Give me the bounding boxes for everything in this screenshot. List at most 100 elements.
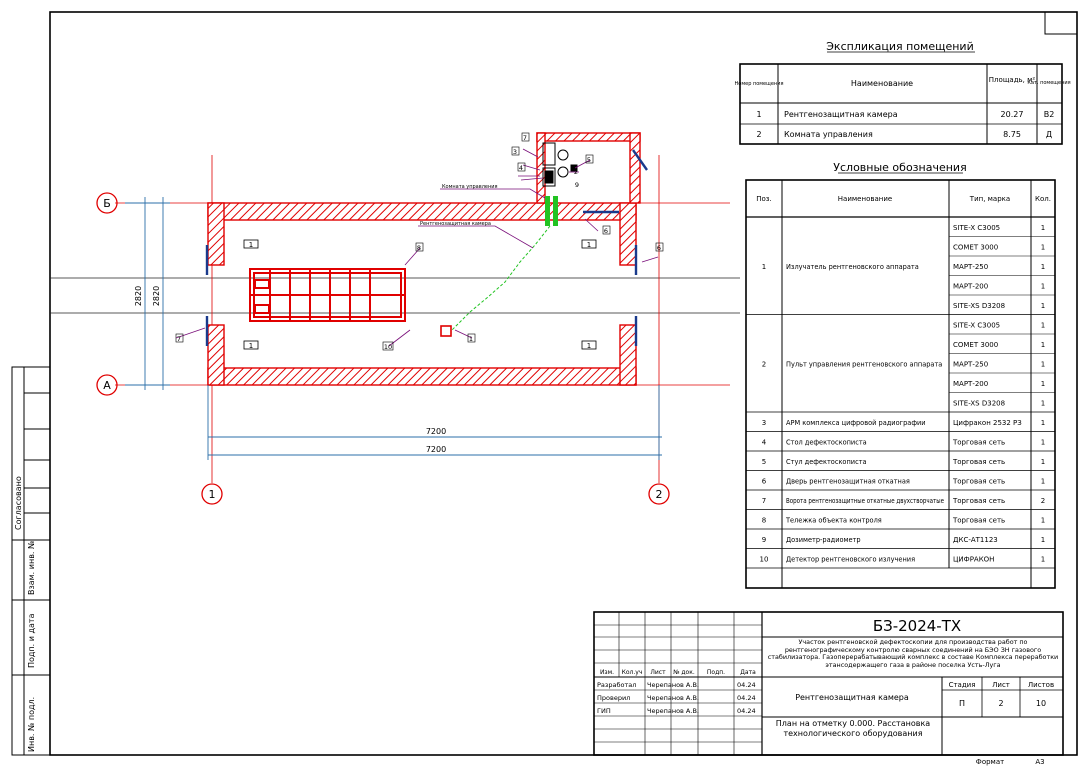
title-block-grid — [593, 611, 1064, 756]
rev-header-date: Дата — [740, 669, 756, 676]
axis-bubbles — [96, 192, 670, 505]
legend-pos: 7 — [762, 497, 766, 505]
legend-qty: 1 — [1041, 419, 1045, 427]
legend-type: COMET 3000 — [953, 341, 998, 349]
dim-vertical-outer: 2820 — [134, 286, 143, 306]
callout-1: 1 — [469, 335, 473, 343]
legend-type: SITE-XS D3208 — [953, 302, 1005, 310]
legend-name: Дверь рентгенозащитная откатная — [786, 477, 910, 485]
legend-type: МАРТ-250 — [953, 263, 988, 271]
camera-walls — [207, 132, 641, 386]
sig-2-name: Черепанов А.В. — [647, 694, 699, 702]
callout-7: 7 — [523, 134, 527, 142]
callout-10: 10 — [384, 343, 392, 351]
callout-3: 3 — [513, 148, 517, 156]
legend-type: Торговая сеть — [952, 497, 1005, 505]
legend-type: COMET 3000 — [953, 244, 998, 252]
legend-type: SITE-XS D3208 — [953, 400, 1005, 408]
legend-pos: 3 — [762, 419, 766, 427]
sig-2-date: 04.24 — [737, 694, 756, 702]
stage-value: П — [959, 699, 965, 708]
dim-horizontal-inner: 7200 — [426, 427, 446, 436]
legend-pos: 6 — [762, 477, 767, 485]
rev-header-doc: № док. — [673, 669, 695, 676]
legend-qty: 1 — [1041, 380, 1045, 388]
room-tag-se: 1 — [587, 342, 591, 350]
legend-type: SITE-X C3005 — [953, 322, 1000, 330]
rooms-header-cat: Кат. помещения — [1027, 80, 1070, 86]
inspection-cart — [249, 268, 406, 322]
legend-header-qty: Кол. — [1035, 195, 1051, 203]
side-stamp-inventory: Инв. № подл. — [27, 697, 36, 752]
sheet-label: Лист — [992, 681, 1010, 689]
leader-text-control-room: Комната управления — [442, 184, 498, 190]
legend-pos: 1 — [762, 263, 766, 271]
rooms-header-num: Номер помещения — [735, 81, 784, 87]
callout-4: 4 — [519, 164, 523, 172]
rev-header-sign: Подп. — [707, 669, 725, 676]
legend-header-type: Тип, марка — [969, 195, 1010, 203]
room-1-cat: В2 — [1044, 110, 1055, 119]
legend-name: Дозиметр-радиометр — [786, 536, 861, 544]
legend-name: Детектор рентгеновского излучения — [786, 555, 915, 563]
callout-6: 6 — [604, 227, 608, 235]
legend-type: Торговая сеть — [952, 478, 1005, 486]
sig-3-name: Черепанов А.В. — [647, 707, 699, 715]
callout-6b: 6 — [657, 244, 661, 252]
legend-qty: 1 — [1041, 322, 1045, 330]
legend-pos: 9 — [762, 536, 766, 544]
callout-leaders — [175, 148, 659, 347]
legend-table-title: Условные обозначения — [833, 161, 966, 174]
format-value: А3 — [1035, 758, 1044, 766]
sheets-label: Листов — [1028, 681, 1054, 689]
sheets-value: 10 — [1036, 699, 1046, 708]
legend-type: Торговая сеть — [952, 439, 1005, 447]
room-2-area: 8.75 — [1003, 130, 1021, 139]
sheet-title-box: План на отметку 0.000. Расстановка техно… — [775, 719, 931, 738]
axis-left: 1 — [209, 488, 216, 501]
callout-2: 2 — [574, 168, 578, 176]
room-2-num: 2 — [756, 130, 761, 139]
rooms-header-area: Площадь, м² — [989, 76, 1036, 84]
gates — [205, 149, 648, 346]
legend-name: Тележка объекта контроля — [785, 516, 882, 524]
legend-qty: 1 — [1041, 556, 1045, 564]
legend-qty: 1 — [1041, 458, 1045, 466]
legend-qty: 1 — [1041, 224, 1045, 232]
sig-2-role: Проверил — [597, 694, 630, 702]
rooms-table-grid — [739, 63, 1063, 145]
legend-qty: 1 — [1041, 478, 1045, 486]
control-room-equipment — [542, 142, 578, 187]
legend-pos: 8 — [762, 516, 766, 524]
legend-qty: 1 — [1041, 400, 1045, 408]
legend-pos: 2 — [762, 360, 766, 368]
legend-qty: 1 — [1041, 244, 1045, 252]
room-2-cat: Д — [1046, 130, 1052, 139]
axis-bottom: А — [103, 379, 111, 392]
rev-header-sheet: Лист — [650, 669, 666, 676]
legend-name: Стул дефектоскописта — [786, 458, 867, 466]
sig-1-role: Разработал — [597, 681, 636, 689]
legend-qty: 1 — [1041, 536, 1045, 544]
legend-name: Ворота рентгенозащитные откатные двухств… — [786, 497, 944, 505]
legend-qty: 2 — [1041, 497, 1045, 505]
dim-vertical-inner: 2820 — [152, 286, 161, 306]
sig-3-date: 04.24 — [737, 707, 756, 715]
legend-qty: 1 — [1041, 517, 1045, 525]
legend-type: МАРТ-250 — [953, 361, 988, 369]
detector-cable — [440, 196, 558, 337]
callout-7b: 7 — [177, 335, 181, 343]
legend-qty: 1 — [1041, 439, 1045, 447]
legend-header-name: Наименование — [838, 195, 892, 203]
room-tag-nw: 1 — [249, 241, 253, 249]
legend-table-grid — [745, 179, 1056, 589]
leader-text-camera: Рентгенозащитная камера — [420, 221, 491, 227]
sheet-title: План на отметку 0.000. Расстановка техно… — [775, 719, 931, 738]
dimension-lines — [125, 197, 662, 460]
legend-type: МАРТ-200 — [953, 283, 988, 291]
rooms-header-name: Наименование — [851, 79, 913, 88]
doc-code: БЗ-2024-ТХ — [873, 617, 961, 635]
